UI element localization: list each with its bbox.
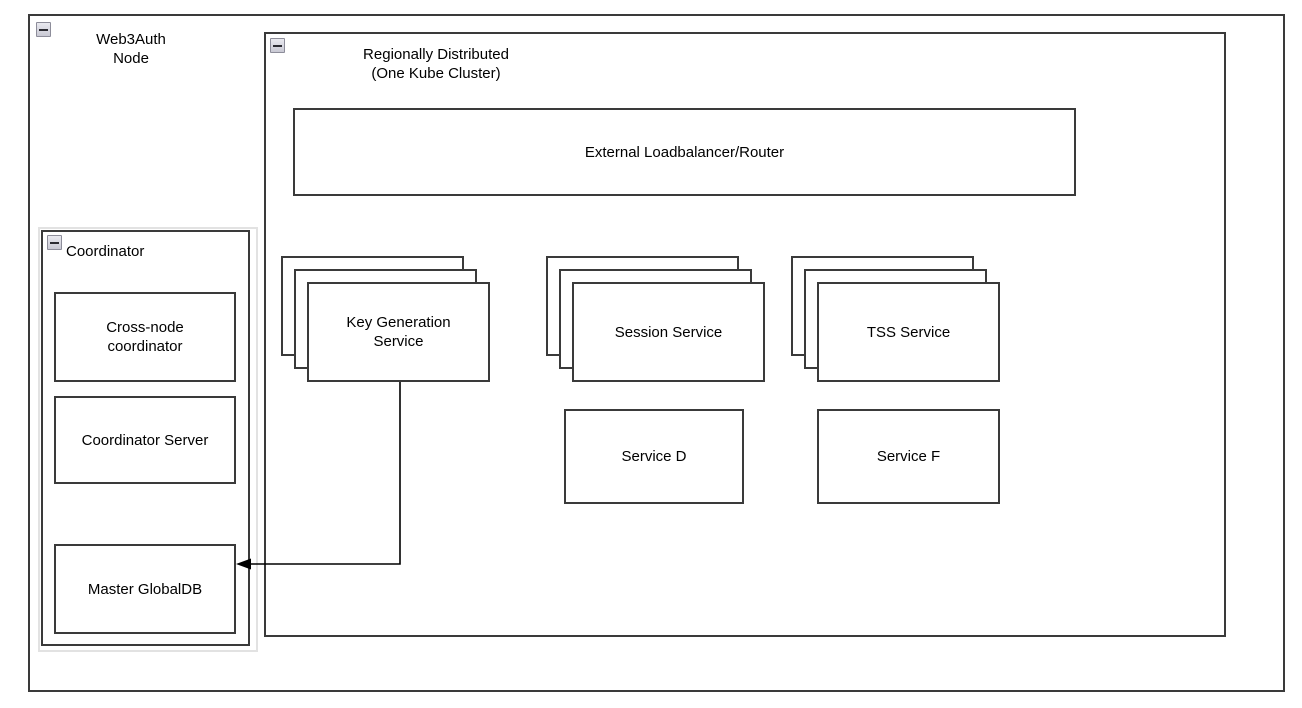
node-cross-node-coordinator[interactable]: Cross-node coordinator <box>54 292 236 382</box>
stack-session-service[interactable]: Session Service <box>546 256 765 382</box>
container-title-regionally-distributed: Regionally Distributed (One Kube Cluster… <box>363 46 509 82</box>
node-label-key-generation-service: Key Generation Service <box>346 314 451 350</box>
stack-card-front-key-generation-service[interactable]: Key Generation Service <box>307 282 490 382</box>
stack-card-front-tss-service[interactable]: TSS Service <box>817 282 1000 382</box>
node-label-session-service: Session Service <box>614 323 723 341</box>
node-label-tss-service: TSS Service <box>866 323 951 341</box>
node-service-f[interactable]: Service F <box>817 409 1000 504</box>
container-title-web3auth-node: Web3Auth Node <box>96 31 166 67</box>
node-label-service-f: Service F <box>876 448 941 465</box>
container-title-coordinator: Coordinator <box>66 243 145 260</box>
stack-key-generation-service[interactable]: Key Generation Service <box>281 256 490 382</box>
collapse-minus-icon-regionally-distributed[interactable] <box>270 38 285 53</box>
node-master-globaldb[interactable]: Master GlobalDB <box>54 544 236 634</box>
node-label-coordinator-server: Coordinator Server <box>81 431 209 449</box>
node-label-cross-node-coordinator: Cross-node coordinator <box>106 319 184 355</box>
node-external-loadbalancer-router[interactable]: External Loadbalancer/Router <box>293 108 1076 196</box>
collapse-minus-icon-coordinator[interactable] <box>47 235 62 250</box>
collapse-minus-icon-web3auth-node[interactable] <box>36 22 51 37</box>
node-label-service-d: Service D <box>621 448 687 465</box>
stack-tss-service[interactable]: TSS Service <box>791 256 1000 382</box>
node-coordinator-server[interactable]: Coordinator Server <box>54 396 236 484</box>
node-label-external-loadbalancer-router: External Loadbalancer/Router <box>584 143 785 161</box>
node-label-master-globaldb: Master GlobalDB <box>87 580 203 598</box>
node-service-d[interactable]: Service D <box>564 409 744 504</box>
stack-card-front-session-service[interactable]: Session Service <box>572 282 765 382</box>
